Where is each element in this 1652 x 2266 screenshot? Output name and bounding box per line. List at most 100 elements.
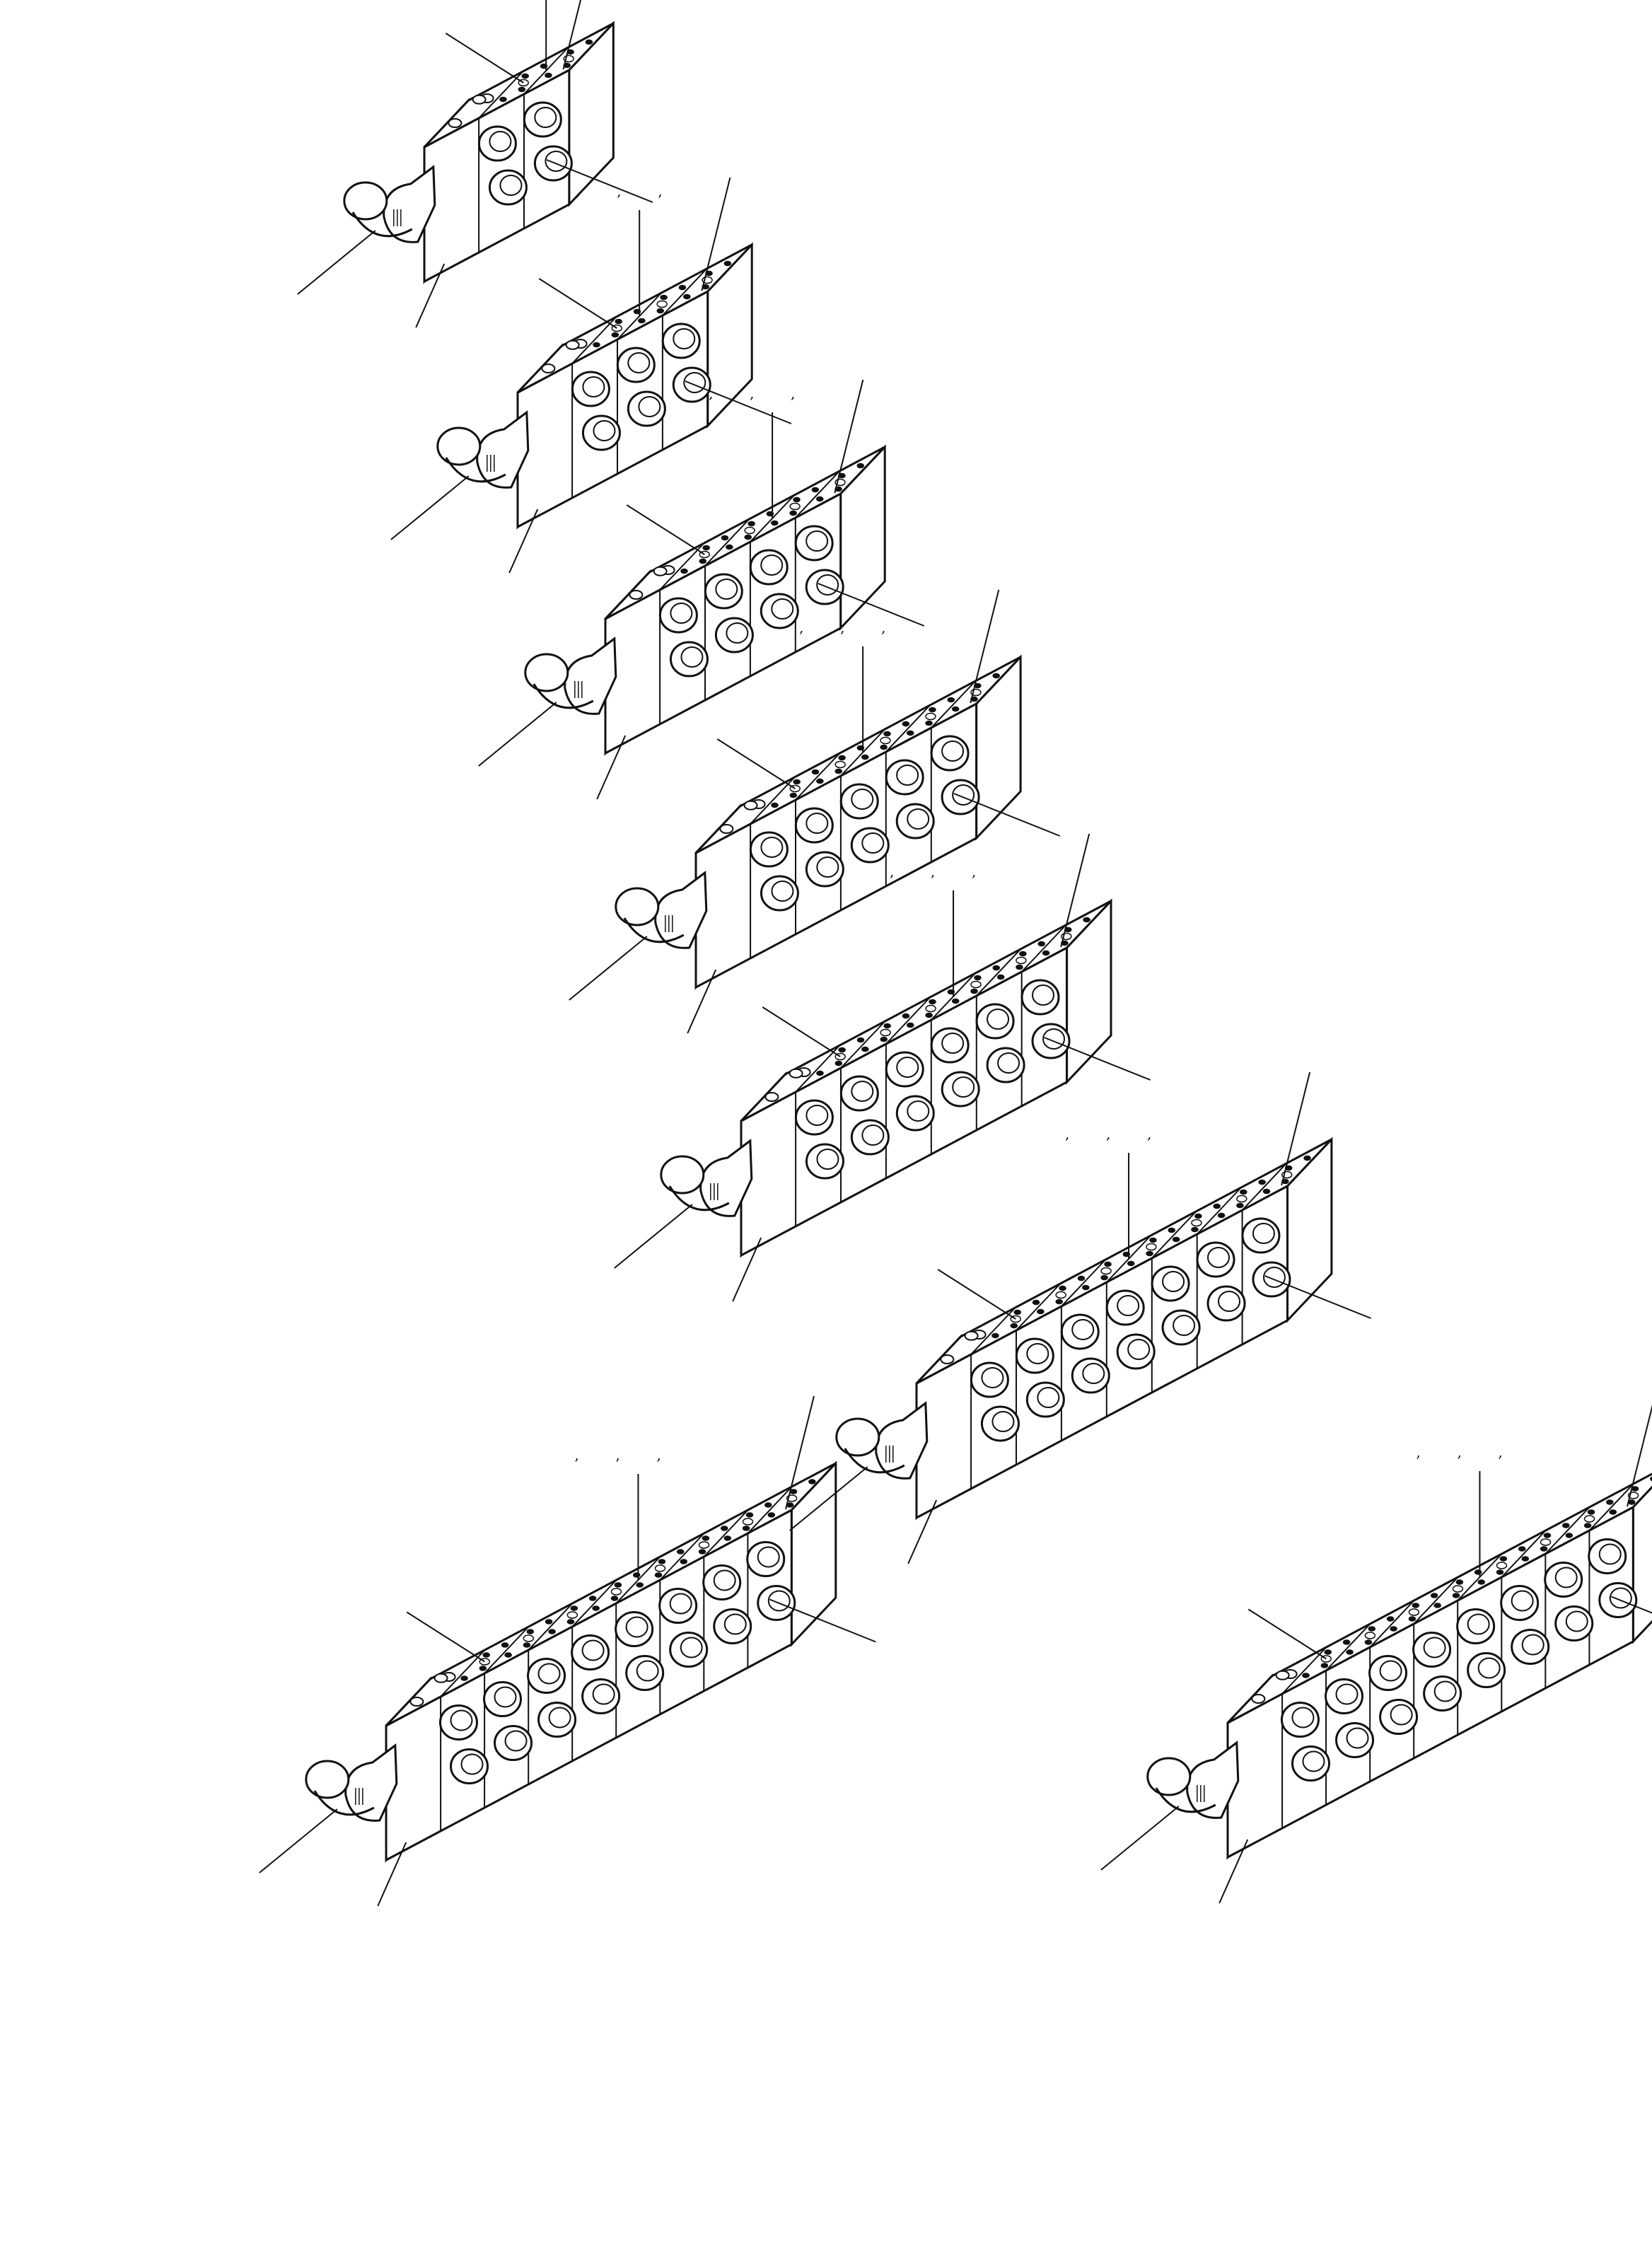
bolt-hole [1016,956,1027,965]
bolt-hole [1213,1203,1221,1209]
leader-line [1627,1404,1652,1507]
bolt-hole [929,999,936,1005]
port-fitting-bore [805,813,829,834]
bolt-hole [726,544,733,550]
port-fitting-bore [504,1730,528,1752]
port-fitting-bore [805,530,829,552]
leader-line [907,1499,938,1564]
bolt-hole [1320,1663,1329,1668]
port-fitting-bore [670,603,693,624]
bolt-hole [521,73,529,79]
bolt-hole [771,802,779,808]
bolt-hole [1258,1179,1266,1185]
bolt-hole [834,768,842,774]
port-fitting-bore [1037,1387,1060,1408]
bolt-hole [861,1046,869,1052]
bolt-hole [680,1559,687,1564]
bolt-hole [479,1666,487,1671]
port-hole [789,1068,803,1079]
port-fitting-bore [907,808,930,830]
inlet-elbow [699,1139,753,1217]
bolt-hole [698,1541,710,1549]
bolt-hole [1146,1250,1153,1257]
port-fitting-bore [1511,1590,1534,1612]
bolt-hole [764,1502,772,1508]
leader-line [377,1842,407,1907]
bolt-hole [721,535,729,541]
bolt-hole [1083,917,1090,923]
bolt-hole [1342,1639,1351,1645]
bolt-hole [723,1535,732,1541]
bolt-hole [1013,1309,1021,1315]
bolt-hole [992,965,1001,971]
bolt-hole [1303,1155,1311,1161]
bolt-hole [1010,1323,1018,1329]
bolt-hole [748,521,755,527]
bolt-hole [1452,1585,1464,1593]
bolt-hole [585,39,593,45]
bolt-hole [925,1012,933,1018]
bolt-hole [880,736,891,745]
port-hole [743,800,758,810]
port-hole [565,339,580,350]
callout-separator: , [972,863,976,880]
bolt-hole [1172,1236,1180,1243]
bolt-hole [970,988,978,994]
callout-separator: , [890,863,894,880]
bolt-hole [880,1036,888,1042]
port-fitting-bore [1379,1660,1402,1682]
inlet-elbow-nut [343,181,388,221]
port-fitting-bore [680,1637,703,1658]
bolt-hole [592,1605,600,1611]
bolt-hole [991,1332,999,1339]
port-fitting-bore [757,1546,780,1568]
bolt-hole [974,975,982,981]
port-fitting-bore [680,646,704,668]
inlet-elbow [875,1401,929,1480]
bolt-hole [523,1634,535,1642]
valve-block-5-section [615,654,1022,990]
port-hole [434,1673,448,1683]
bolt-hole [610,1596,619,1601]
port-fitting-bore [460,1753,484,1775]
port-fitting-bore [997,1052,1020,1074]
leader-line [1100,1806,1180,1871]
port-fitting-bore [1127,1339,1151,1360]
bolt-hole [834,760,846,769]
bolt-hole [1583,1523,1592,1528]
block-right-face [975,654,1022,841]
bolt-hole [1390,1626,1397,1632]
leader-line [953,793,1061,837]
callout-separator: , [1457,1443,1461,1460]
leader-line [538,278,617,329]
bolt-hole [1146,1243,1157,1251]
callout-leader-lines [259,0,1652,1907]
port-fitting-bore [1026,1343,1049,1364]
bolt-hole [504,1652,512,1658]
bolt-hole [996,974,1005,980]
callout-separator: , [1065,1125,1069,1142]
block-right-face [1286,1137,1333,1323]
section-seam [1281,1646,1327,1828]
port-fitting-bore [771,598,794,620]
valve-block-3-section [436,242,753,530]
bolt-hole [1302,1673,1310,1678]
bolt-hole [789,510,797,516]
bolt-hole [793,496,801,503]
leader-line [1060,833,1090,948]
section-seam [478,71,524,252]
port-fitting-bore [627,352,651,373]
port-hole [409,1697,424,1707]
inlet-elbow-nut [436,426,482,466]
leader-line [834,379,864,494]
port-fitting-bore [537,1663,561,1685]
bolt-hole [925,1004,936,1013]
inlet-elbow-cap [1155,1787,1216,1813]
bolt-hole [1104,1261,1112,1267]
leader-line [259,1808,338,1873]
port-fitting-bore [1302,1750,1325,1772]
bolt-hole [678,284,687,291]
bolt-hole [1540,1546,1548,1552]
bolt-hole [1149,1237,1157,1243]
